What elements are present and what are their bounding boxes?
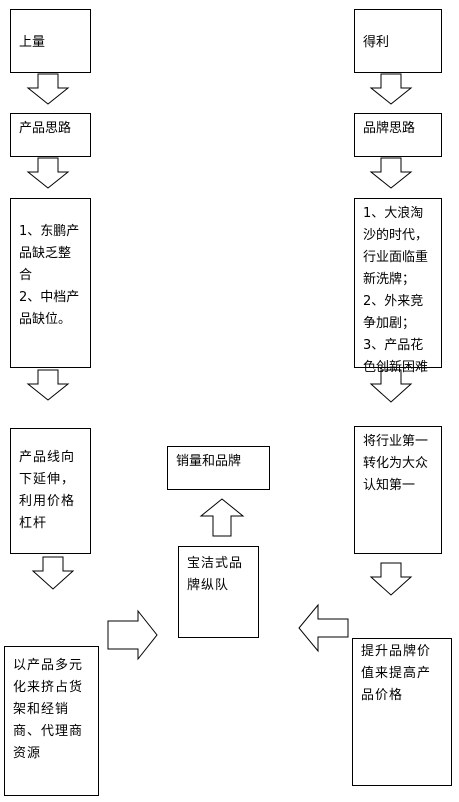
- box-left-volume: 上量: [10, 9, 91, 73]
- arrow-down-right-2: [369, 157, 413, 189]
- box-left-product-idea-text: 产品思路: [19, 121, 72, 136]
- arrow-down-right-3: [369, 369, 413, 403]
- box-left-extend-line: 产品线向下延伸，利用价格杠杆: [10, 428, 91, 554]
- box-right-challenges: 1、大浪淘沙的时代，行业面临重新洗牌；2、外来竞争加剧；3、产品花色创新困难: [354, 198, 442, 375]
- arrow-up-center: [199, 498, 245, 537]
- arrow-down-left-2: [26, 157, 70, 189]
- box-center-result-text: 销量和品牌: [176, 454, 242, 469]
- arrow-down-left-4: [31, 556, 75, 590]
- box-right-recognition-text: 将行业第一转化为大众认知第一: [363, 434, 429, 493]
- box-right-challenges-text: 1、大浪淘沙的时代，行业面临重新洗牌；2、外来竞争加剧；3、产品花色创新困难: [363, 206, 429, 375]
- arrow-down-right-1: [369, 73, 413, 105]
- box-left-product-idea: 产品思路: [10, 113, 91, 157]
- arrow-left-to-center: [298, 603, 349, 653]
- box-left-problems: 1、东鹏产品缺乏整合 2、中档产品缺位。: [10, 198, 91, 368]
- box-right-brand-value: 提升品牌价值来提高产品价格: [352, 638, 452, 786]
- box-right-profit: 得利: [354, 9, 442, 73]
- box-left-diversification-text: 以产品多元化来挤占货架和经销商、代理商资源: [13, 658, 84, 761]
- box-left-extend-line-text: 产品线向下延伸，利用价格杠杆: [19, 450, 76, 531]
- box-center-result: 销量和品牌: [167, 446, 270, 490]
- box-left-diversification: 以产品多元化来挤占货架和经销商、代理商资源: [4, 646, 99, 796]
- box-left-problems-text: 1、东鹏产品缺乏整合 2、中档产品缺位。: [19, 224, 80, 327]
- box-left-volume-text: 上量: [19, 35, 46, 50]
- box-right-recognition: 将行业第一转化为大众认知第一: [354, 426, 442, 554]
- box-right-profit-text: 得利: [363, 35, 390, 50]
- arrow-down-right-4: [369, 562, 413, 596]
- box-center-strategy-text: 宝洁式品牌纵队: [187, 556, 244, 593]
- box-right-brand-idea-text: 品牌思路: [363, 121, 416, 136]
- arrow-down-left-1: [26, 73, 70, 105]
- arrow-right-to-center: [107, 609, 158, 661]
- box-right-brand-value-text: 提升品牌价值来提高产品价格: [361, 644, 432, 703]
- box-right-brand-idea: 品牌思路: [354, 113, 442, 157]
- box-center-strategy: 宝洁式品牌纵队: [178, 546, 259, 638]
- arrow-down-left-3: [26, 369, 70, 401]
